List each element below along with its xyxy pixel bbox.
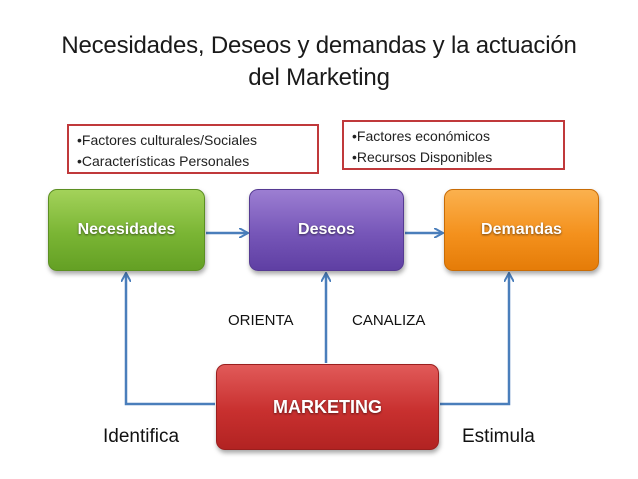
note-right-line-1: •Factores económicos [352, 128, 490, 144]
box-demandas-label: Demandas [481, 221, 562, 238]
note-box-factores-economicos: •Factores económicos •Recursos Disponibl… [342, 120, 565, 170]
note-left-line-2: •Características Personales [77, 153, 250, 169]
label-identifica: Identifica [103, 426, 180, 447]
slide-title: Necesidades, Deseos y demandas y la actu… [0, 30, 638, 94]
label-estimula: Estimula [462, 426, 535, 447]
title-line-2: del Marketing [248, 64, 390, 91]
note-right-line-2: •Recursos Disponibles [352, 149, 493, 165]
box-marketing-label: MARKETING [273, 396, 382, 417]
box-deseos-label: Deseos [298, 221, 355, 238]
box-necesidades-label: Necesidades [77, 221, 176, 238]
label-orienta: ORIENTA [228, 312, 294, 329]
box-demandas: Demandas [444, 189, 599, 271]
title-line-1: Necesidades, Deseos y demandas y la actu… [61, 32, 577, 59]
box-necesidades: Necesidades [48, 189, 205, 271]
note-left-line-1: •Factores culturales/Sociales [77, 132, 257, 148]
note-box-factores-sociales: •Factores culturales/Sociales •Caracterí… [67, 124, 319, 174]
box-deseos: Deseos [249, 189, 404, 271]
label-canaliza: CANALIZA [352, 312, 426, 329]
arrow-marketing-necesidades [126, 274, 215, 406]
arrow-marketing-demandas [440, 274, 509, 406]
box-marketing: MARKETING [216, 364, 439, 450]
